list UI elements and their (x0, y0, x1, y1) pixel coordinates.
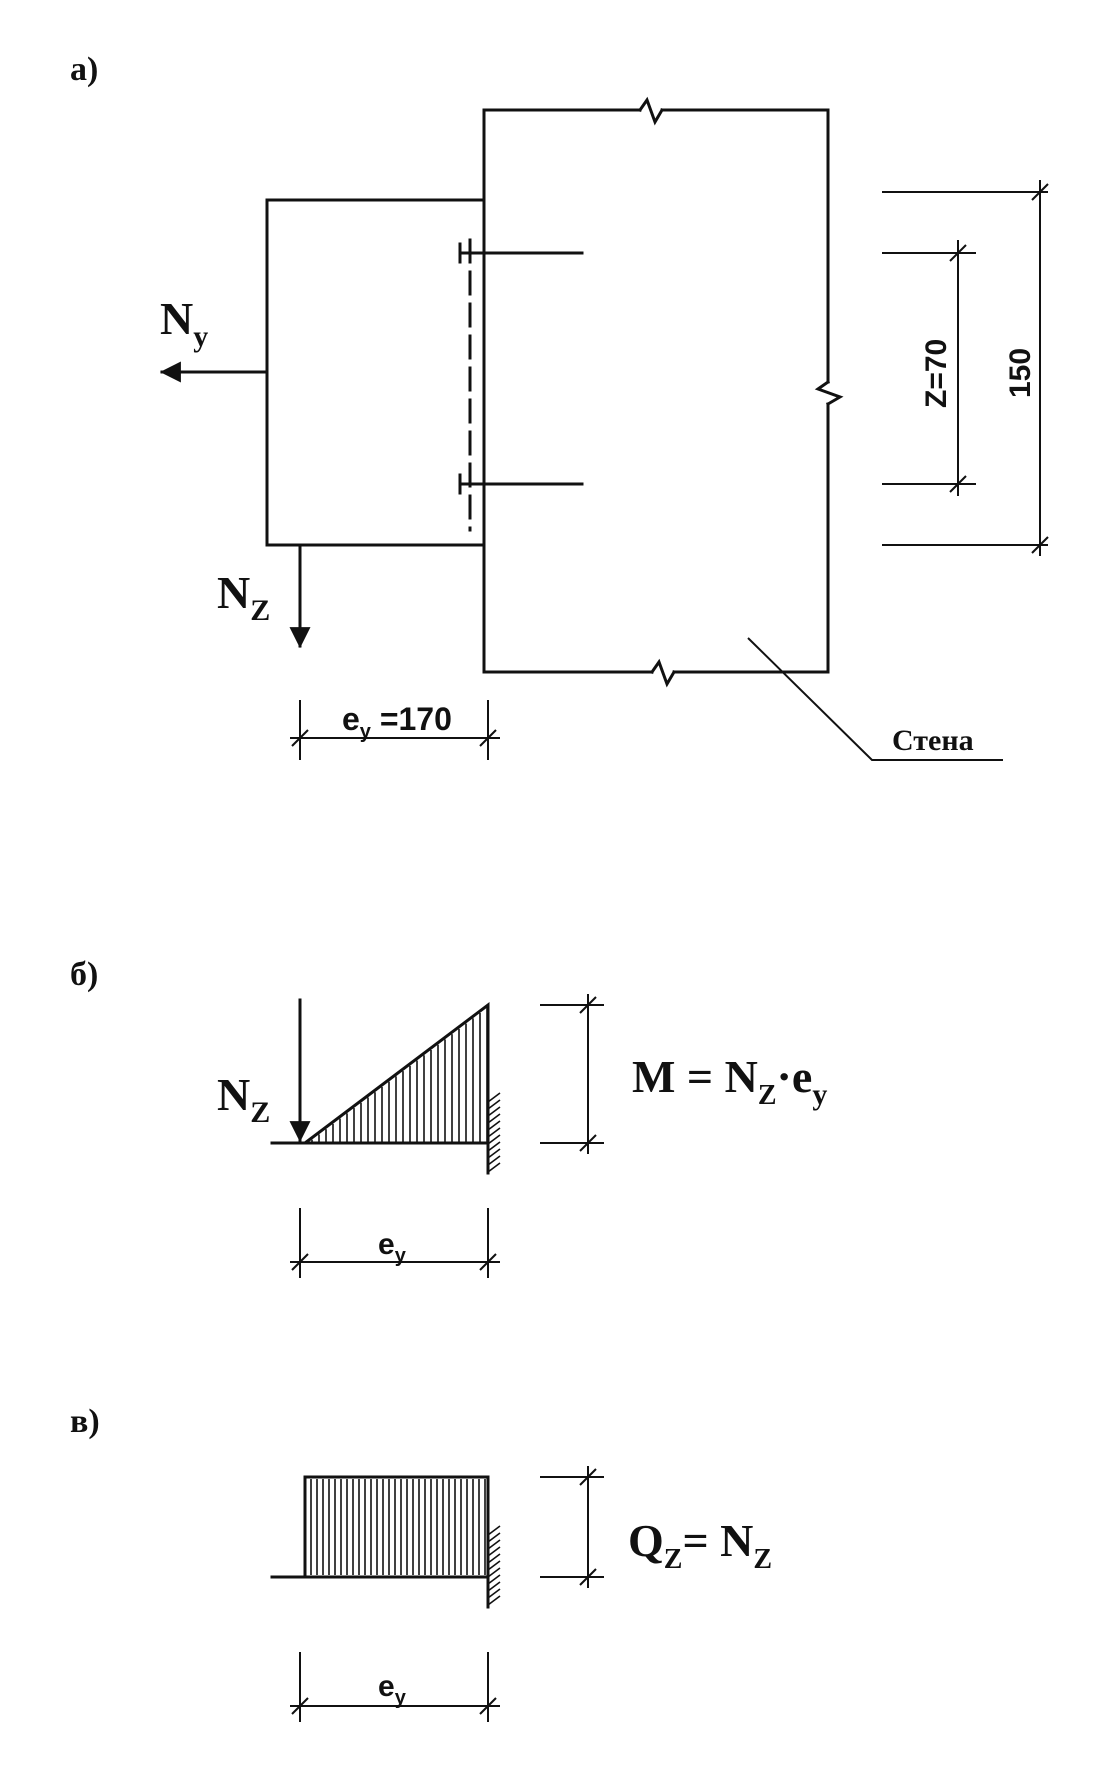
panel-a: а) Ny NZ (70, 51, 1049, 761)
dimension-moment (540, 994, 604, 1154)
dimension-shear (540, 1466, 604, 1588)
dimension-ey-c: ey (290, 1652, 500, 1722)
dimension-z-label: Z=70 (920, 339, 953, 408)
dimension-total: 150 (882, 180, 1049, 556)
moment-diagram-hatching (311, 1007, 488, 1142)
fixed-support-hatch-b (487, 1092, 501, 1173)
dimension-total-label: 150 (1004, 348, 1037, 398)
force-ny-label: Ny (160, 293, 208, 353)
anchor-bolt-bottom (458, 473, 584, 495)
panel-c: в) QZ= NZ ey (70, 1403, 772, 1722)
shear-formula: QZ= NZ (628, 1515, 772, 1575)
wall-leader-line (747, 637, 1003, 761)
anchor-bolt-top (458, 242, 584, 264)
fixed-support-hatch-c (487, 1525, 501, 1606)
panel-c-label: в) (70, 1403, 100, 1440)
dimension-z: Z=70 (882, 240, 976, 496)
wall-label: Стена (892, 724, 974, 757)
force-nz-label: NZ (217, 567, 270, 627)
panel-a-label: а) (70, 51, 98, 88)
panel-b: б) NZ M = NZ·ey ey (70, 956, 827, 1278)
force-nz-label-b: NZ (217, 1069, 270, 1129)
dimension-ey-c-label: ey (378, 1670, 407, 1709)
bracket-plate (265, 198, 486, 547)
panel-b-label: б) (70, 956, 98, 993)
dimension-ey-label: ey =170 (342, 701, 452, 743)
dimension-ey: ey =170 (290, 700, 500, 760)
dimension-ey-b: ey (290, 1208, 500, 1278)
wall (482, 96, 844, 688)
moment-formula: M = NZ·ey (632, 1051, 827, 1111)
dimension-ey-b-label: ey (378, 1228, 407, 1267)
shear-diagram-hatching (310, 1479, 486, 1575)
